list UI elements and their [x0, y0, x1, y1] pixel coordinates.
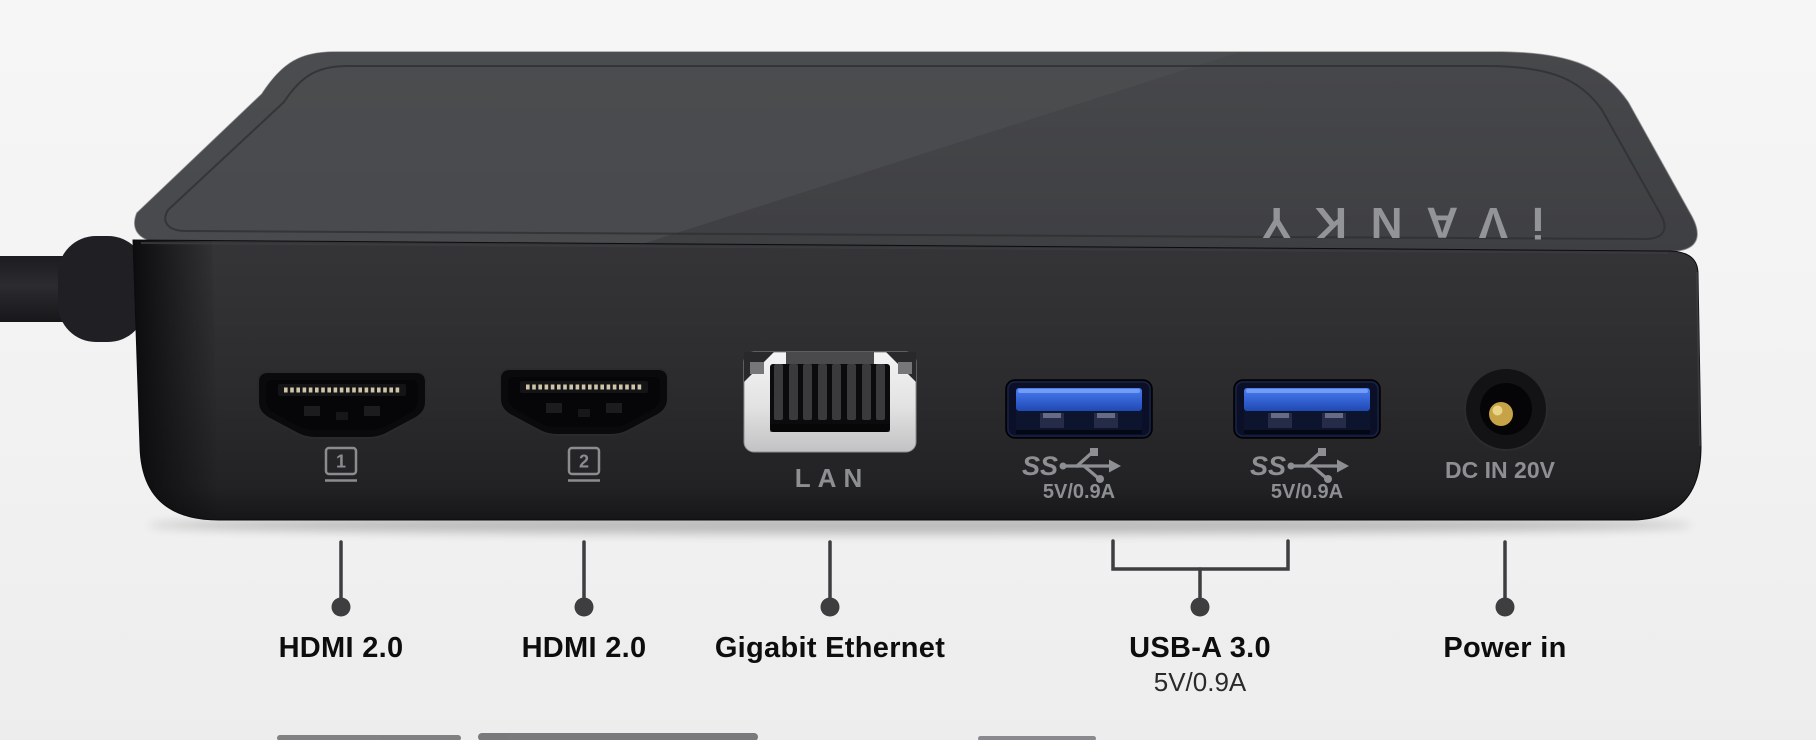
ethernet-side-clip-right [898, 362, 912, 374]
callout-label-usb-a: USB-A 3.0 [1129, 632, 1271, 664]
badge-frame [567, 446, 601, 476]
dc-engraving: DC IN 20V [1445, 457, 1556, 483]
callout-bracket-usb [1111, 539, 1290, 571]
usb-port-2: SS 5V/0.9A [1233, 379, 1381, 503]
ethernet-cavity [770, 364, 890, 432]
usb-shell-bevel [1007, 381, 1151, 437]
front-top-edge-highlight [140, 242, 1669, 254]
usb-bottom-lip [1016, 430, 1142, 434]
usb-cavity [1016, 411, 1142, 430]
top-face-rim [164, 65, 1666, 241]
superspeed-usb-icon [1059, 448, 1121, 483]
lan-engraving: LAN [795, 463, 869, 493]
usb-tongue-highlight [1246, 389, 1368, 393]
hdmi-latch-right [364, 406, 380, 416]
badge-number: 2 [579, 452, 589, 472]
usb-shell-bevel [1235, 381, 1379, 437]
dc-power-jack [1464, 367, 1548, 451]
hdmi-latch-left [546, 403, 562, 413]
bottom-edge-artifact [978, 736, 1096, 740]
usb-ss-mark: SS [1250, 451, 1286, 481]
usb-bottom-lip [1244, 430, 1370, 434]
badge-number: 1 [336, 452, 346, 472]
hdmi-latch-left [304, 406, 320, 416]
hdmi-port-2 [499, 368, 669, 436]
usb-tongue [1016, 388, 1142, 411]
usb-tongue-highlight [1018, 389, 1140, 393]
ethernet-cavity-shadow [770, 424, 890, 432]
hdmi-tongue [336, 412, 348, 420]
ethernet-port [743, 351, 917, 453]
hdmi-port-1 [257, 371, 427, 439]
callout-label-power: Power in [1443, 632, 1567, 664]
front-face-left-gloss [133, 240, 219, 520]
hdmi-tongue [578, 409, 590, 417]
usb-cavity [1244, 411, 1370, 430]
badge-frame [324, 446, 358, 476]
usb-contact-tab [1268, 413, 1292, 428]
callout-lines [331, 539, 1515, 617]
usb-port-1: SS 5V/0.9A [1005, 379, 1153, 503]
usb-ss-mark: SS [1022, 451, 1058, 481]
bottom-edge-artifacts [277, 733, 1096, 740]
usb-contact-tab [1094, 413, 1118, 428]
bottom-edge-artifact [478, 733, 758, 740]
superspeed-usb-icon [1287, 448, 1349, 483]
ethernet-top-notch [786, 352, 874, 365]
callout-dot-ethernet [820, 597, 840, 617]
device-shadow [148, 516, 1692, 534]
callout-dot-power [1495, 597, 1515, 617]
usb-tongue [1244, 388, 1370, 411]
usb-power-mark: 5V/0.9A [1043, 481, 1115, 503]
callout-dot-hdmi-1 [331, 597, 351, 617]
host-cable [0, 236, 146, 342]
callout-label-hdmi-2: HDMI 2.0 [521, 632, 647, 664]
top-face-sheen [135, 52, 1240, 246]
display-1-badge: 1 [324, 446, 358, 482]
dc-pin-highlight [1492, 405, 1503, 416]
callout-label-ethernet: Gigabit Ethernet [714, 632, 946, 664]
callout-dot-hdmi-2 [574, 597, 594, 617]
callout-label-hdmi-1: HDMI 2.0 [278, 632, 404, 664]
usb-power-mark: 5V/0.9A [1271, 481, 1343, 503]
callout-sublabel-usb-a: 5V/0.9A [1153, 667, 1247, 697]
cable-strain-relief [58, 236, 146, 342]
ethernet-side-clip-left [750, 362, 764, 374]
hdmi-latch-right [606, 403, 622, 413]
callout-dot-usb [1190, 597, 1210, 617]
bottom-edge-artifact [277, 735, 461, 740]
usb-contact-tab [1040, 413, 1064, 428]
usb-contact-tab [1322, 413, 1346, 428]
display-2-badge: 2 [567, 446, 601, 482]
front-right-edge-highlight [1696, 271, 1701, 447]
ethernet-pin-ridges [774, 364, 885, 420]
